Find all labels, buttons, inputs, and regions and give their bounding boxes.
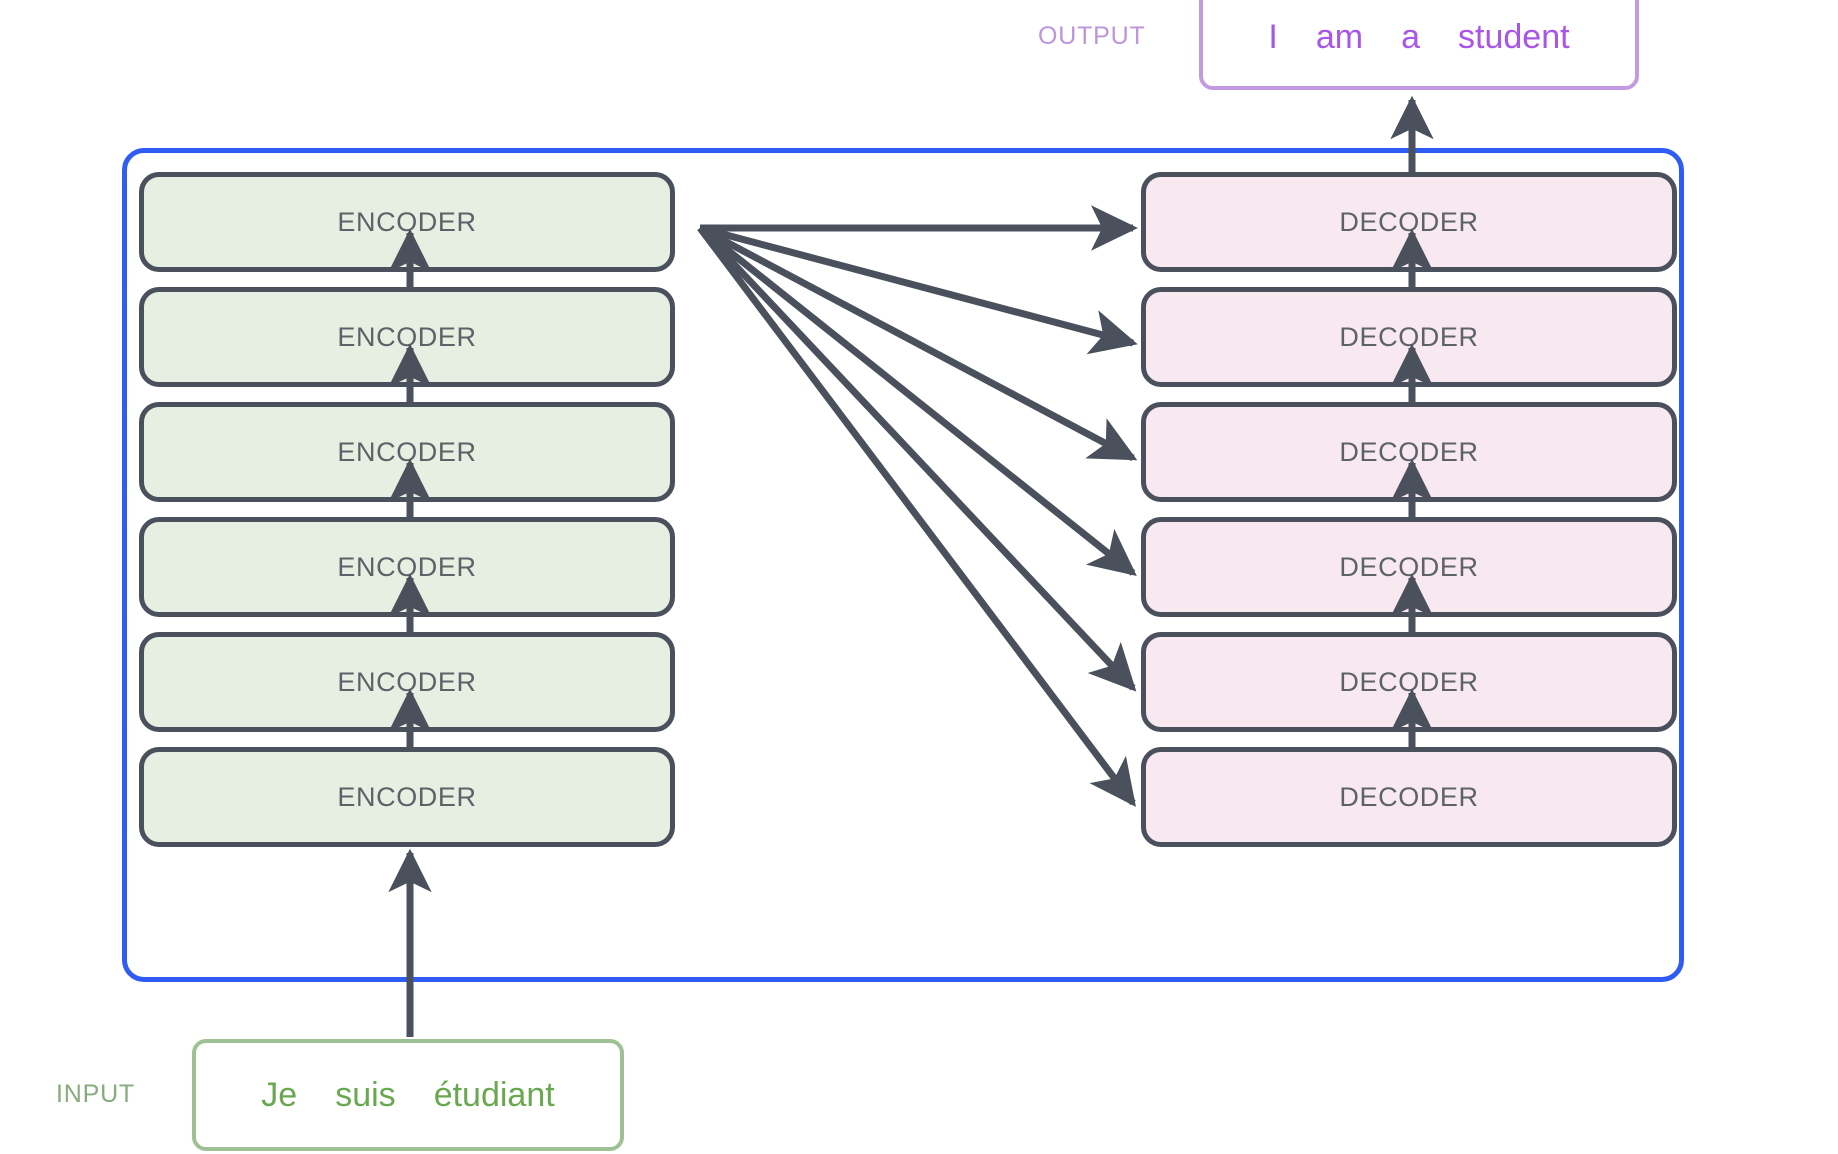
input-token: Je: [261, 1075, 298, 1114]
decoder-box-3[interactable]: DECODER: [1141, 517, 1677, 617]
encoder-box-4[interactable]: ENCODER: [139, 402, 675, 502]
output-token: I: [1268, 17, 1278, 56]
encoder-label: ENCODER: [337, 321, 477, 352]
decoder-box-1[interactable]: DECODER: [1141, 747, 1677, 847]
encoder-box-2[interactable]: ENCODER: [139, 632, 675, 732]
input-label: INPUT: [56, 1080, 135, 1108]
output-token: am: [1315, 17, 1364, 56]
encoder-box-5[interactable]: ENCODER: [139, 287, 675, 387]
decoder-box-2[interactable]: DECODER: [1141, 632, 1677, 732]
encoder-label: ENCODER: [337, 551, 477, 582]
output-token: student: [1458, 17, 1570, 56]
output-label: OUTPUT: [1038, 22, 1146, 50]
decoder-box-6[interactable]: DECODER: [1141, 172, 1677, 272]
output-box[interactable]: I am a student: [1199, 0, 1639, 90]
input-tokens: Je suis étudiant: [242, 1076, 573, 1115]
input-token: étudiant: [433, 1075, 555, 1114]
decoder-box-5[interactable]: DECODER: [1141, 287, 1677, 387]
decoder-label: DECODER: [1339, 436, 1479, 467]
encoder-label: ENCODER: [337, 666, 477, 697]
decoder-label: DECODER: [1339, 206, 1479, 237]
output-tokens: I am a student: [1249, 18, 1588, 57]
input-box[interactable]: Je suis étudiant: [192, 1039, 624, 1151]
encoder-label: ENCODER: [337, 436, 477, 467]
decoder-label: DECODER: [1339, 321, 1479, 352]
decoder-box-4[interactable]: DECODER: [1141, 402, 1677, 502]
encoder-box-1[interactable]: ENCODER: [139, 747, 675, 847]
input-token: suis: [335, 1075, 396, 1114]
decoder-label: DECODER: [1339, 781, 1479, 812]
model-container: [122, 148, 1684, 982]
encoder-label: ENCODER: [337, 206, 477, 237]
encoder-box-3[interactable]: ENCODER: [139, 517, 675, 617]
encoder-label: ENCODER: [337, 781, 477, 812]
decoder-label: DECODER: [1339, 666, 1479, 697]
output-token: a: [1401, 17, 1421, 56]
encoder-box-6[interactable]: ENCODER: [139, 172, 675, 272]
decoder-label: DECODER: [1339, 551, 1479, 582]
